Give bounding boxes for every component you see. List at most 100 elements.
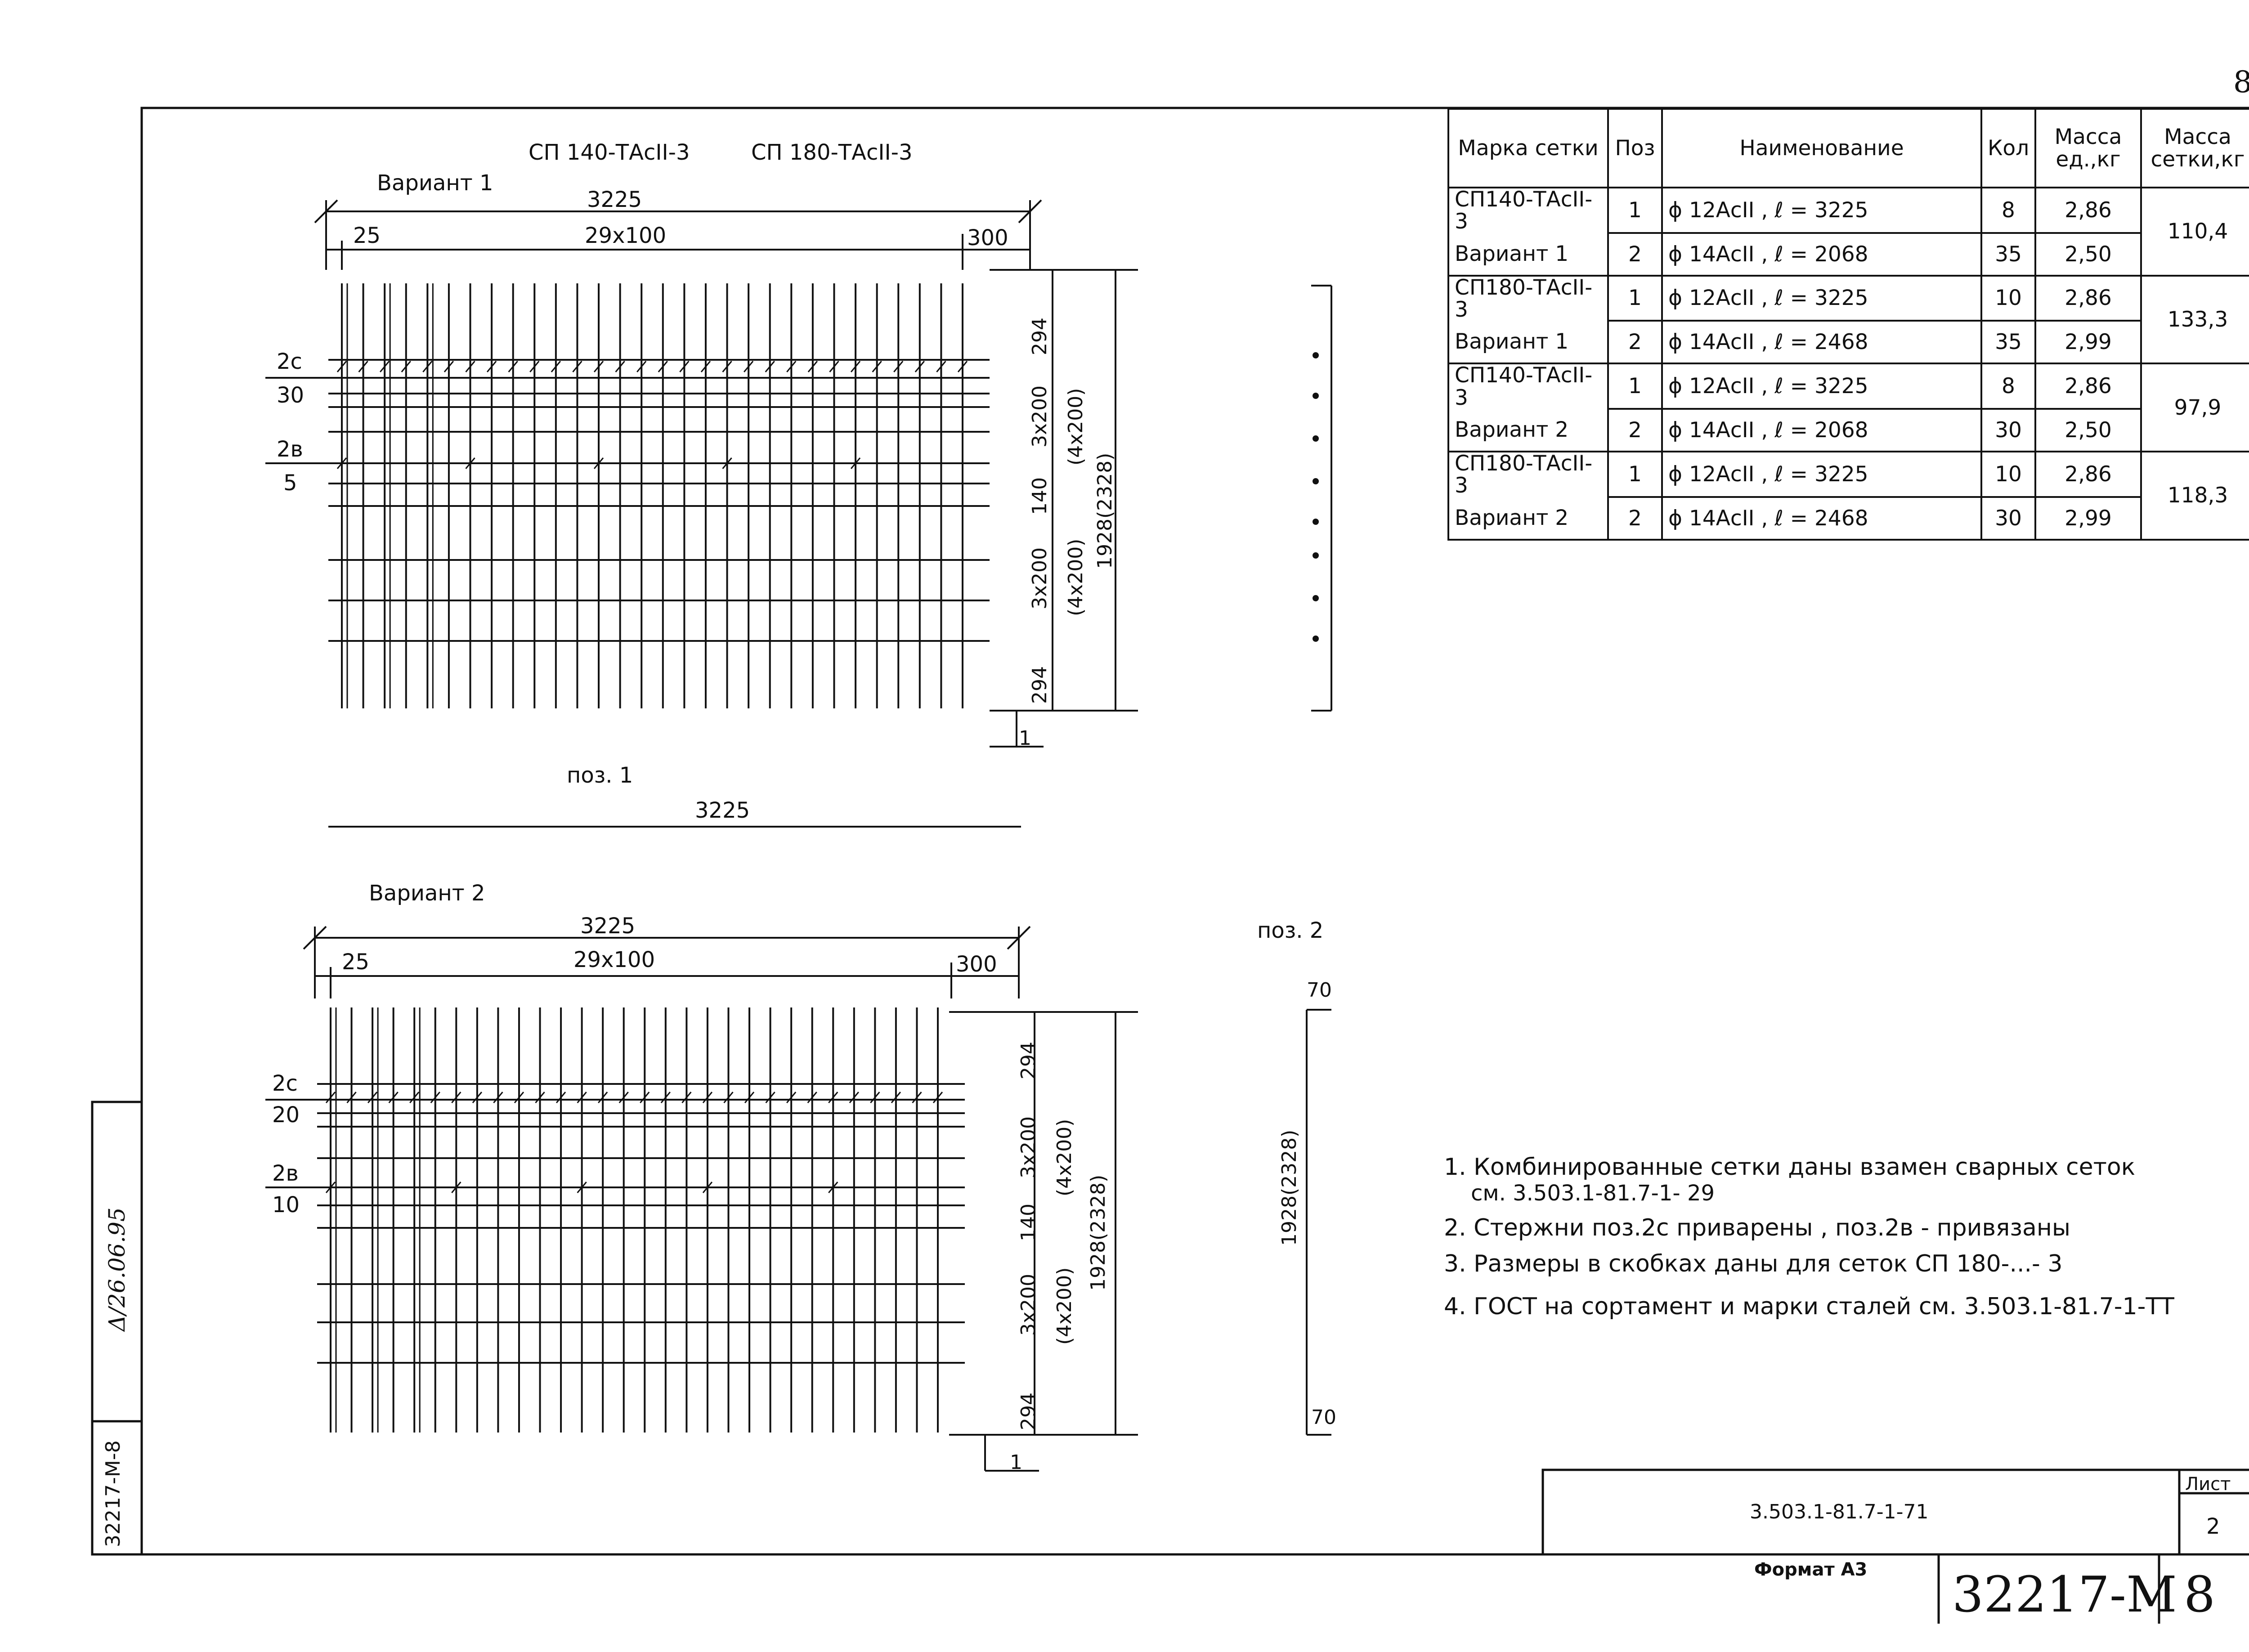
bar-section-dot — [1313, 519, 1319, 525]
rebar-line — [765, 361, 775, 372]
mark-cell: СП140-ТАсII-3 — [1447, 363, 1609, 410]
rebar-line — [380, 361, 390, 372]
note-3: 3. Размеры в скобках даны для сеток СП 1… — [1444, 1250, 2063, 1277]
mark-line1: СП140-ТАсII-3 — [1455, 187, 1593, 234]
total-mass-cell: 133,3 — [2140, 274, 2249, 365]
archive-number: 32217-М — [1952, 1566, 2177, 1623]
rebar-line — [367, 1092, 378, 1103]
bar-section-dot — [1313, 636, 1319, 642]
rebar-line — [765, 1092, 775, 1103]
side-signature: Δ/26.06.95 — [104, 1207, 130, 1331]
sheet-code: 3.503.1-81.7-1-71 — [1750, 1500, 1929, 1523]
dimension-lines — [265, 199, 1332, 1472]
header-pos: Поз — [1607, 108, 1663, 188]
unit-cell: 2,50 — [2034, 408, 2142, 453]
v1-dim-pitch: 29х100 — [585, 223, 667, 248]
pos-cell: 2 — [1607, 496, 1663, 541]
variant2-title: Вариант 2 — [369, 881, 485, 906]
rebar-line — [388, 1092, 399, 1103]
mark-line2: Вариант 2 — [1455, 417, 1569, 442]
rebar-line — [849, 1092, 859, 1103]
rebar-line — [593, 361, 604, 372]
rebar-line — [593, 457, 604, 469]
note-1-ref: см. 3.503.1-81.7-1- 29 — [1471, 1181, 1715, 1206]
rebar-line — [722, 361, 732, 372]
variant1-mesh — [328, 283, 990, 708]
pos1-label: поз. 1 — [567, 763, 633, 788]
v1-dim-4x200-a: (4х200) — [1064, 388, 1087, 466]
note-2: 2. Стержни поз.2с приварены , поз.2в - п… — [1444, 1214, 2070, 1241]
header-qty: Кол — [1980, 108, 2036, 188]
rebar-line — [912, 1092, 922, 1103]
rebar-line — [493, 1092, 503, 1103]
v1-dim-total: 3225 — [587, 187, 642, 212]
pos-cell: 2 — [1607, 320, 1663, 365]
rebar-line — [577, 1182, 587, 1193]
pos1-length: 3225 — [695, 798, 750, 823]
rebar-line — [430, 1092, 440, 1103]
note-1: 1. Комбинированные сетки даны взамен сва… — [1444, 1154, 2136, 1181]
v2-dim-bottom: 294 — [1017, 1392, 1040, 1430]
pos2-label: поз. 2 — [1257, 918, 1324, 943]
rebar-line — [409, 1092, 420, 1103]
name-cell: ϕ 14АсII , ℓ = 2068 — [1661, 232, 1982, 277]
v2-dim-pitch: 29х100 — [573, 947, 655, 972]
rebar-line — [828, 1182, 838, 1193]
name-cell: ϕ 12АсII , ℓ = 3225 — [1661, 451, 1982, 498]
sheet-label: Лист — [2185, 1474, 2231, 1495]
bar-section-dot — [1313, 435, 1319, 442]
pos2-top: 70 — [1307, 979, 1332, 1002]
mark-line2: Вариант 2 — [1455, 505, 1569, 530]
rebar-line — [744, 1092, 755, 1103]
rebar-line — [358, 361, 368, 372]
mark-line1: СП140-ТАсII-3 — [1455, 363, 1593, 410]
rebar-line — [401, 361, 411, 372]
name-cell: ϕ 14АсII , ℓ = 2068 — [1661, 408, 1982, 453]
mark-line2: Вариант 1 — [1455, 329, 1569, 354]
qty-cell: 35 — [1980, 232, 2036, 277]
format-label: Формат А3 — [1754, 1559, 1868, 1580]
qty-cell: 10 — [1980, 451, 2036, 498]
v1-pos-marker: 1 — [1019, 727, 1031, 750]
unit-cell: 2,50 — [2034, 232, 2142, 277]
v1-label-2b: 2в — [277, 437, 303, 462]
v1-dim-4x200-b: (4х200) — [1064, 538, 1087, 616]
pos2-bottom: 70 — [1311, 1406, 1336, 1429]
rebar-line — [786, 1092, 797, 1103]
v2-dim-height: 1928(2328) — [1087, 1174, 1110, 1291]
mark-cell: Вариант 2 — [1447, 409, 1609, 453]
header-total-mass: Масса сетки,кг — [2140, 108, 2249, 188]
specification-table: Марка сетки Поз Наименование Кол Масса е… — [1447, 108, 2249, 541]
rebar-line — [551, 361, 561, 372]
rebar-line — [722, 457, 732, 469]
v2-dim-total: 3225 — [580, 913, 636, 939]
v2-dim-top: 294 — [1017, 1042, 1040, 1079]
pos-cell: 1 — [1607, 451, 1663, 498]
qty-cell: 8 — [1980, 363, 2036, 410]
unit-cell: 2,86 — [2034, 187, 2142, 234]
mark-cell: СП180-ТАсII-3 — [1447, 274, 1609, 321]
rebar-line — [451, 1092, 461, 1103]
rebar-line — [636, 361, 647, 372]
mark-line2: Вариант 1 — [1455, 241, 1569, 266]
v2-dim-140: 140 — [1017, 1204, 1040, 1241]
rebar-line — [828, 1092, 838, 1103]
variant1-header-a: СП 140-ТАсII-3 — [529, 140, 690, 165]
pos-cell: 1 — [1607, 274, 1663, 322]
bar-section-dot — [1313, 595, 1319, 601]
rebar-line — [870, 1092, 880, 1103]
rebar-line — [472, 1092, 483, 1103]
v1-dim-140: 140 — [1028, 477, 1051, 515]
rebar-line — [891, 1092, 901, 1103]
mark-cell: СП180-ТАсII-3 — [1447, 451, 1609, 497]
rebar-line — [422, 361, 433, 372]
v1-label-2c: 2с — [277, 349, 302, 374]
v1-dim-3x200-b: 3х200 — [1028, 547, 1051, 609]
rebar-line — [850, 361, 861, 372]
pos-cell: 2 — [1607, 232, 1663, 277]
v2-dim-3x200-b: 3х200 — [1017, 1273, 1040, 1336]
qty-cell: 30 — [1980, 496, 2036, 541]
